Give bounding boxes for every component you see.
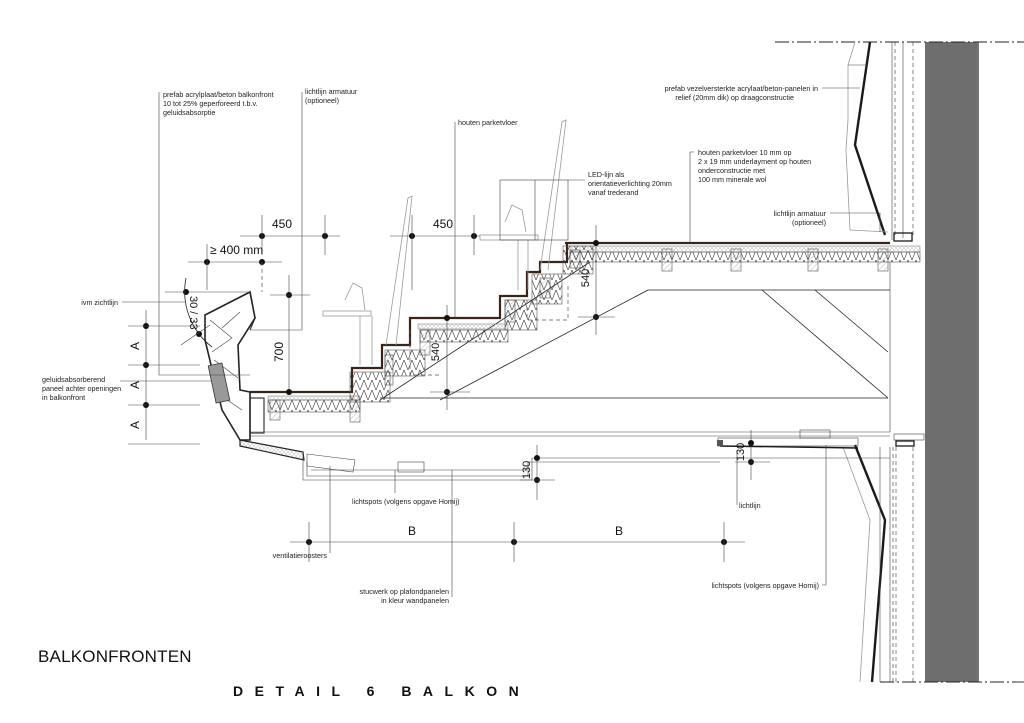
dim-module-b-2: B	[615, 524, 623, 538]
joist	[877, 248, 889, 272]
led-detail-frame	[499, 179, 569, 241]
note-parketvloer-detail-3: onderconstructie met	[698, 166, 765, 175]
note-parketvloer-detail-1: houten parketvloer 10 mm op	[698, 148, 792, 157]
floor-construction	[240, 241, 921, 437]
dim-tread-1: 450	[272, 217, 292, 231]
annotations: prefab acrylplaat/beton balkonfront 10 t…	[42, 84, 827, 605]
note-lichtlijn-armatuur-right-2: (optioneel)	[792, 218, 826, 227]
note-geluidsabsorberend-3: in balkonfront	[42, 393, 85, 402]
note-balkonfront-2: 10 tot 25% geperforeerd t.b.v.	[163, 99, 258, 108]
section-title: BALKONFRONTEN	[38, 647, 192, 666]
acoustic-panel	[207, 362, 231, 404]
note-lichtspots-right: lichtspots (volgens opgave Homij)	[712, 581, 819, 590]
seat-back	[504, 204, 527, 233]
backrest	[539, 119, 567, 271]
note-lichtspots-center: lichtspots (volgens opgave Homij)	[352, 497, 459, 506]
dim-module-a-1: A	[128, 342, 142, 350]
note-stucwerk-1: stucwerk op plafondpanelen	[359, 587, 449, 596]
detail-title: DETAIL 6 BALKON	[233, 683, 531, 699]
seat-outlines	[322, 119, 569, 365]
step-underlayment	[267, 395, 361, 401]
note-prefab-panelen-1: prefab vezelversterkte acrylaat/beton-pa…	[665, 84, 818, 93]
dim-tread-2: 450	[433, 217, 453, 231]
note-houten-parketvloer: houten parketvloer	[458, 118, 518, 127]
facade-wall	[775, 41, 1024, 683]
note-led-lijn-3: vanaf trederand	[588, 188, 638, 197]
joist	[730, 248, 742, 272]
backrest	[385, 195, 413, 346]
upper-facade-panel	[845, 41, 889, 236]
underlayment	[569, 245, 921, 253]
dim-ceiling-2: 130	[735, 443, 747, 461]
seat-back	[344, 282, 366, 311]
note-balkonfront-3: geluidsabsorptie	[163, 108, 215, 117]
dimension-lines	[128, 215, 770, 562]
dim-module-a-2: A	[128, 381, 142, 389]
note-geluidsabsorberend-1: geluidsabsorberend	[42, 375, 105, 384]
note-led-lijn-2: orientatieverlichting 20mm	[588, 179, 672, 188]
balcony-front	[204, 290, 890, 481]
dim-rise-step-1: 540	[430, 343, 442, 361]
front-panel	[204, 290, 256, 441]
joist	[807, 248, 819, 272]
seat	[322, 310, 372, 317]
lichtspot-fixture	[799, 429, 831, 439]
rail-top	[893, 232, 913, 242]
note-zichtlijn: ivm zichtlijn	[81, 298, 118, 307]
dim-min-width: ≥ 400 mm	[210, 243, 263, 257]
note-led-lijn-1: LED-lijn als	[588, 170, 625, 179]
note-parketvloer-detail-2: 2 x 19 mm underlayment op houten	[698, 157, 811, 166]
note-lichtlijn-armatuur-left-1: lichtlijn armatuur	[305, 87, 358, 96]
sill	[893, 433, 925, 441]
soffit-slope	[239, 439, 305, 461]
note-lichtlijn-armatuur-right-1: lichtlijn armatuur	[774, 209, 827, 218]
note-ventilatieroosters: ventilatieroosters	[273, 551, 328, 560]
note-stucwerk-2: in kleur wandpanelen	[381, 596, 449, 605]
dim-ceiling-1: 130	[521, 461, 533, 479]
note-lichtlijn: lichtlijn	[739, 501, 761, 510]
dimension-labels: 450 450 ≥ 400 mm 30 / 33 700 540 540 130…	[128, 217, 747, 538]
lower-facade-panel	[842, 444, 887, 683]
mineral-wool	[569, 251, 921, 263]
note-lichtlijn-armatuur-left-2: (optioneel)	[305, 96, 339, 105]
note-geluidsabsorberend-2: paneel achter openingen	[42, 384, 121, 393]
note-parketvloer-detail-4: 100 mm minerale wol	[698, 175, 767, 184]
dim-module-b-1: B	[408, 524, 416, 538]
leader-lines	[120, 87, 881, 597]
joist	[661, 248, 673, 272]
dim-rise-front: 700	[272, 342, 286, 362]
seat	[479, 234, 539, 241]
lichtspot-fixture	[397, 461, 425, 473]
rail	[895, 440, 915, 447]
note-prefab-panelen-2: relief (20mm dik) op draagconstructie	[675, 93, 794, 102]
dim-module-a-3: A	[128, 421, 142, 429]
stepped-tribune	[249, 243, 594, 434]
dim-angle: 30 / 33	[187, 296, 199, 330]
step-insulation	[267, 399, 361, 413]
concrete-wall	[925, 42, 979, 682]
lichtlijn-profile	[717, 440, 723, 446]
dim-rise-step-2: 540	[580, 269, 592, 287]
note-balkonfront-1: prefab acrylplaat/beton balkonfront	[163, 90, 274, 99]
